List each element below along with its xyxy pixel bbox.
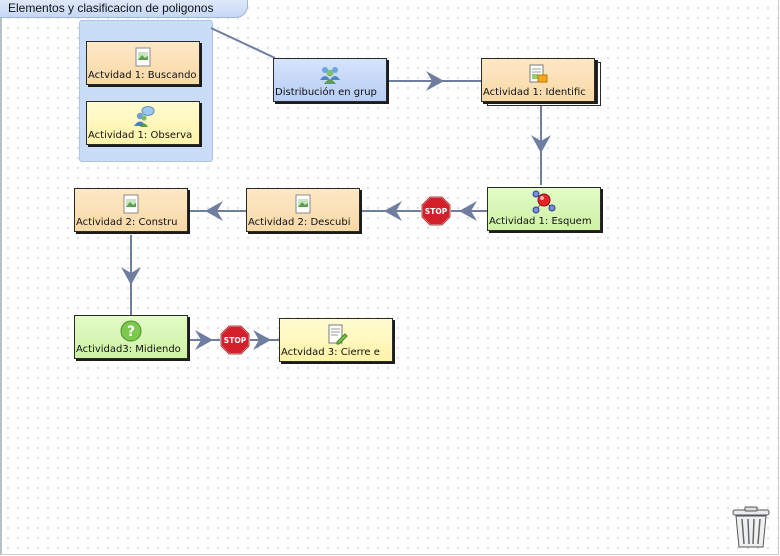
question-icon: ? — [120, 320, 142, 342]
arrowhead — [195, 330, 213, 350]
stop-sign-icon[interactable]: STOP — [421, 196, 451, 226]
node-label: Actividad 2: Descubi — [248, 217, 351, 228]
document-search-icon — [529, 64, 548, 83]
stop-label: STOP — [425, 207, 448, 216]
document-pencil-icon — [328, 324, 348, 345]
node-label: Actividad 1: Identific — [483, 87, 586, 98]
node-label: Distribución en grup — [275, 87, 377, 98]
image-document-icon — [123, 194, 139, 214]
arrowhead — [253, 330, 271, 350]
node-label: Actvidad 3: Cierre e — [281, 347, 380, 358]
activity-node-buscando[interactable]: Actvidad 1: Buscando — [86, 41, 200, 85]
activity-node-midiendo[interactable]: ? Actividad3: Midiendo — [74, 315, 188, 359]
activity-node-cierre[interactable]: Actvidad 3: Cierre e — [279, 318, 393, 362]
activity-node-esquem[interactable]: Actividad 1: Esquem — [487, 187, 601, 231]
activity-node-descubi[interactable]: Actividad 2: Descubi — [246, 188, 360, 232]
node-face — [273, 58, 387, 102]
arrowhead — [426, 71, 444, 91]
chat-people-icon — [134, 106, 155, 127]
arrowhead — [205, 201, 223, 221]
activity-node-observa[interactable]: Actividad 1: Observa — [86, 101, 200, 145]
node-label: Actividad3: Midiendo — [76, 344, 181, 355]
node-label: Actividad 1: Observa — [88, 130, 193, 141]
arrowhead — [459, 201, 477, 221]
node-label: Actividad 1: Esquem — [489, 216, 592, 227]
image-document-icon — [295, 194, 311, 214]
arrowhead — [384, 201, 402, 221]
diagram-title-tab[interactable]: Elementos y clasificacion de poligonos — [0, 0, 248, 18]
activity-node-identific[interactable]: Actividad 1: Identific — [481, 58, 601, 108]
trash-icon[interactable] — [728, 504, 774, 550]
image-document-icon — [135, 47, 151, 67]
connector-group-distribucion — [210, 27, 276, 59]
svg-text:?: ? — [127, 324, 135, 340]
molecule-icon — [532, 190, 556, 214]
arrowhead — [531, 135, 551, 153]
arrowhead — [121, 267, 141, 285]
stop-sign-icon[interactable]: STOP — [220, 325, 250, 355]
node-label: Actvidad 1: Buscando — [88, 70, 197, 81]
group-users-icon — [320, 67, 340, 84]
node-label: Actividad 2: Constru — [76, 217, 178, 228]
activity-node-constru[interactable]: Actividad 2: Constru — [74, 188, 188, 232]
stop-label: STOP — [224, 336, 247, 345]
activity-node-distribucion[interactable]: Distribución en grup — [273, 58, 387, 102]
